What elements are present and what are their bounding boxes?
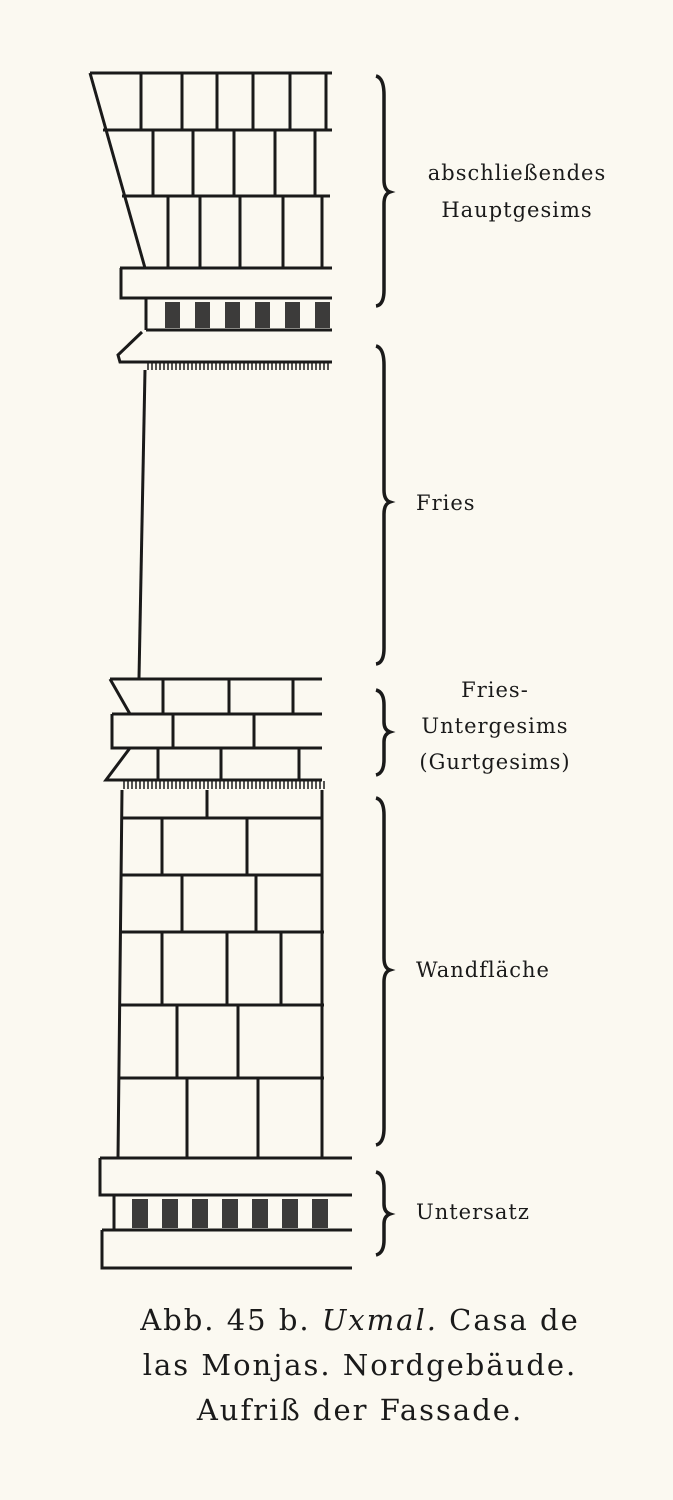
place-name: Uxmal. [321,1303,438,1337]
caption-text: Casa de [449,1303,580,1337]
label-untergesims: Fries- Untergesims (Gurtgesims) [410,672,580,780]
label-wandflaeche: Wandfläche [416,958,550,982]
dentil [252,1199,268,1228]
dentil [162,1199,178,1228]
brace-wandflaeche [375,796,396,1147]
dentils-base [132,1199,328,1228]
caption-line-2: las Monjas. Nordgebäude. [142,1348,578,1382]
label-untersatz: Untersatz [416,1200,530,1224]
main-cornice [88,71,332,364]
base [98,1156,352,1270]
frieze [137,369,147,679]
brace-untersatz [375,1170,396,1257]
string-course [103,677,322,782]
caption-line-3: Aufriß der Fassade. [196,1393,524,1427]
hatch-lines [123,363,329,789]
dentil [312,1199,328,1228]
dentil [165,302,180,328]
label-hauptgesims: abschließendes Hauptgesims [412,155,622,229]
label-line: Fries- [461,678,529,702]
dentil [195,302,210,328]
label-fries: Fries [416,491,476,515]
label-line: Hauptgesims [441,198,593,222]
brace-fries [375,344,396,666]
brace-hauptgesims [375,74,396,308]
dentil [282,1199,298,1228]
dentil [192,1199,208,1228]
dentil [315,302,330,328]
label-line: (Gurtgesims) [419,750,571,774]
dentils-top [165,302,330,328]
braces [375,74,396,1257]
figure-number: Abb. 45 b. [140,1303,311,1337]
dentil [225,302,240,328]
dentil [132,1199,148,1228]
dentil [222,1199,238,1228]
wall-surface [116,789,324,1159]
dentil [255,302,270,328]
caption-line-1: Abb. 45 b. Uxmal. Casa de [0,1303,673,1337]
label-line: abschließendes [427,161,607,185]
label-line: Untergesims [421,714,569,738]
dentil [285,302,300,328]
brace-untergesims [375,688,396,777]
